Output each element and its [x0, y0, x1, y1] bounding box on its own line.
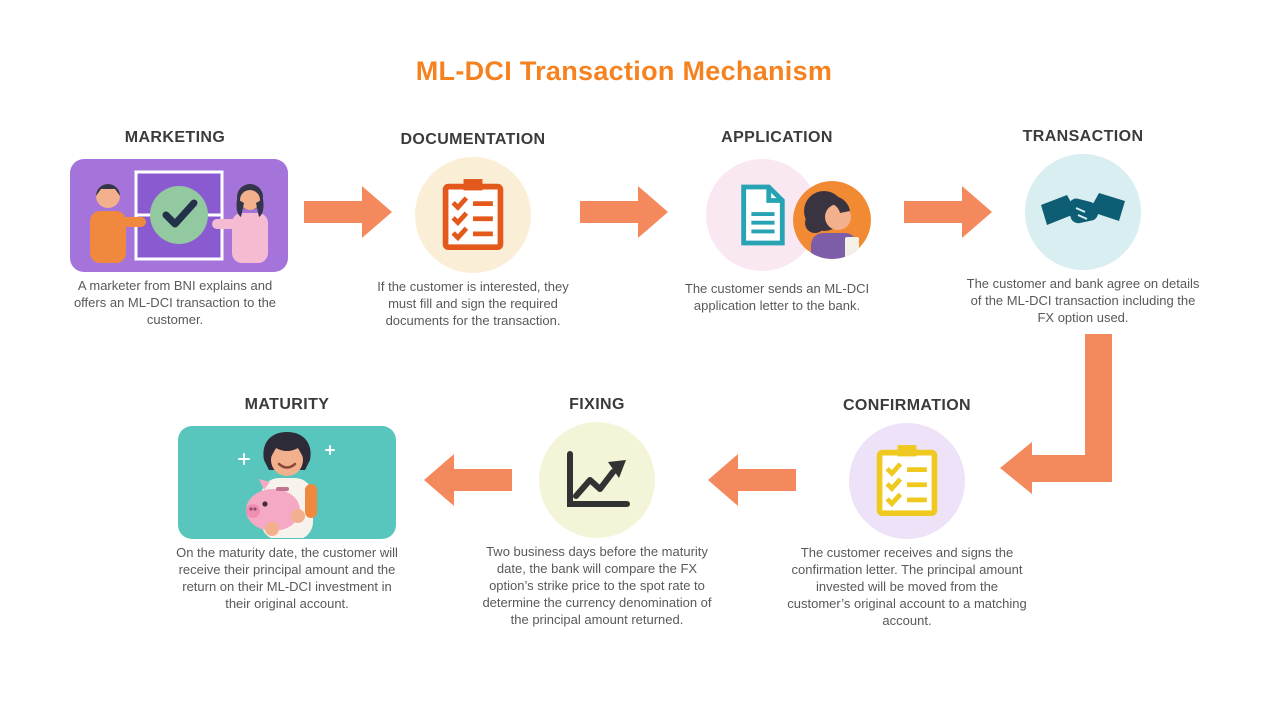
arrow-documentation-to-application [580, 186, 668, 238]
transaction-graphic [1025, 154, 1141, 270]
step-marketing: MARKETING A marketer from BN [70, 129, 288, 329]
handshake-icon [1041, 193, 1125, 225]
arrow-head [424, 454, 454, 506]
step-confirmation: CONFIRMATION The customer receives and s… [785, 397, 1029, 629]
arrow-application-to-transaction [904, 186, 992, 238]
step-application-title: APPLICATION [721, 129, 833, 146]
elbow-arrow-horizontal [1032, 455, 1112, 482]
step-maturity-description: On the maturity date, the customer will … [176, 545, 398, 611]
step-transaction: TRANSACTION The customer and bank agree … [963, 128, 1203, 327]
step-application-description: The customer sends an ML-DCI application… [684, 281, 870, 313]
piggy-bank-illustration [238, 432, 335, 539]
confirmation-graphic [849, 423, 965, 539]
maturity-illustration [178, 426, 396, 539]
step-maturity-title: MATURITY [244, 396, 330, 413]
step-maturity: MATURITY [175, 396, 399, 613]
step-confirmation-description: The customer receives and signs the conf… [787, 545, 1027, 628]
arrow-confirmation-to-fixing [708, 454, 796, 506]
step-documentation-title: DOCUMENTATION [400, 131, 546, 148]
arrow-head [962, 186, 992, 238]
step-fixing: FIXING Two business days before the matu… [480, 396, 714, 628]
arrow-shaft [454, 469, 512, 491]
step-transaction-title: TRANSACTION [1022, 128, 1144, 145]
arrow-shaft [304, 201, 362, 223]
arrow-shaft [904, 201, 962, 223]
arrow-fixing-to-maturity [424, 454, 512, 506]
checklist-icon [876, 445, 938, 516]
document-icon [741, 184, 785, 246]
arrow-shaft [580, 201, 638, 223]
step-application: APPLICATION [677, 129, 877, 315]
checklist-icon [442, 179, 504, 250]
step-documentation-description: If the customer is interested, they must… [377, 279, 569, 328]
step-fixing-description: Two business days before the maturity da… [482, 544, 712, 627]
marketer-and-customer-icon [90, 170, 268, 263]
line-chart-icon [567, 451, 630, 507]
arrow-shaft [738, 469, 796, 491]
step-documentation: DOCUMENTATION If the customer is interes… [373, 131, 573, 330]
application-graphic [677, 153, 877, 275]
fixing-graphic [539, 422, 655, 538]
arrow-head [708, 454, 738, 506]
diagram-title: ML-DCI Transaction Mechanism [415, 56, 833, 86]
step-transaction-description: The customer and bank agree on details o… [966, 276, 1200, 325]
step-confirmation-title: CONFIRMATION [842, 397, 972, 414]
step-marketing-description: A marketer from BNI explains and offers … [73, 278, 277, 327]
customer-avatar [793, 181, 871, 259]
marketing-illustration [70, 159, 288, 272]
documentation-graphic [415, 157, 531, 273]
elbow-arrow-head [1000, 442, 1032, 494]
arrow-head [362, 186, 392, 238]
arrow-marketing-to-documentation [304, 186, 392, 238]
arrow-head [638, 186, 668, 238]
customer-avatar-icon [793, 181, 871, 259]
step-marketing-title: MARKETING [124, 129, 226, 146]
step-fixing-title: FIXING [569, 396, 625, 413]
